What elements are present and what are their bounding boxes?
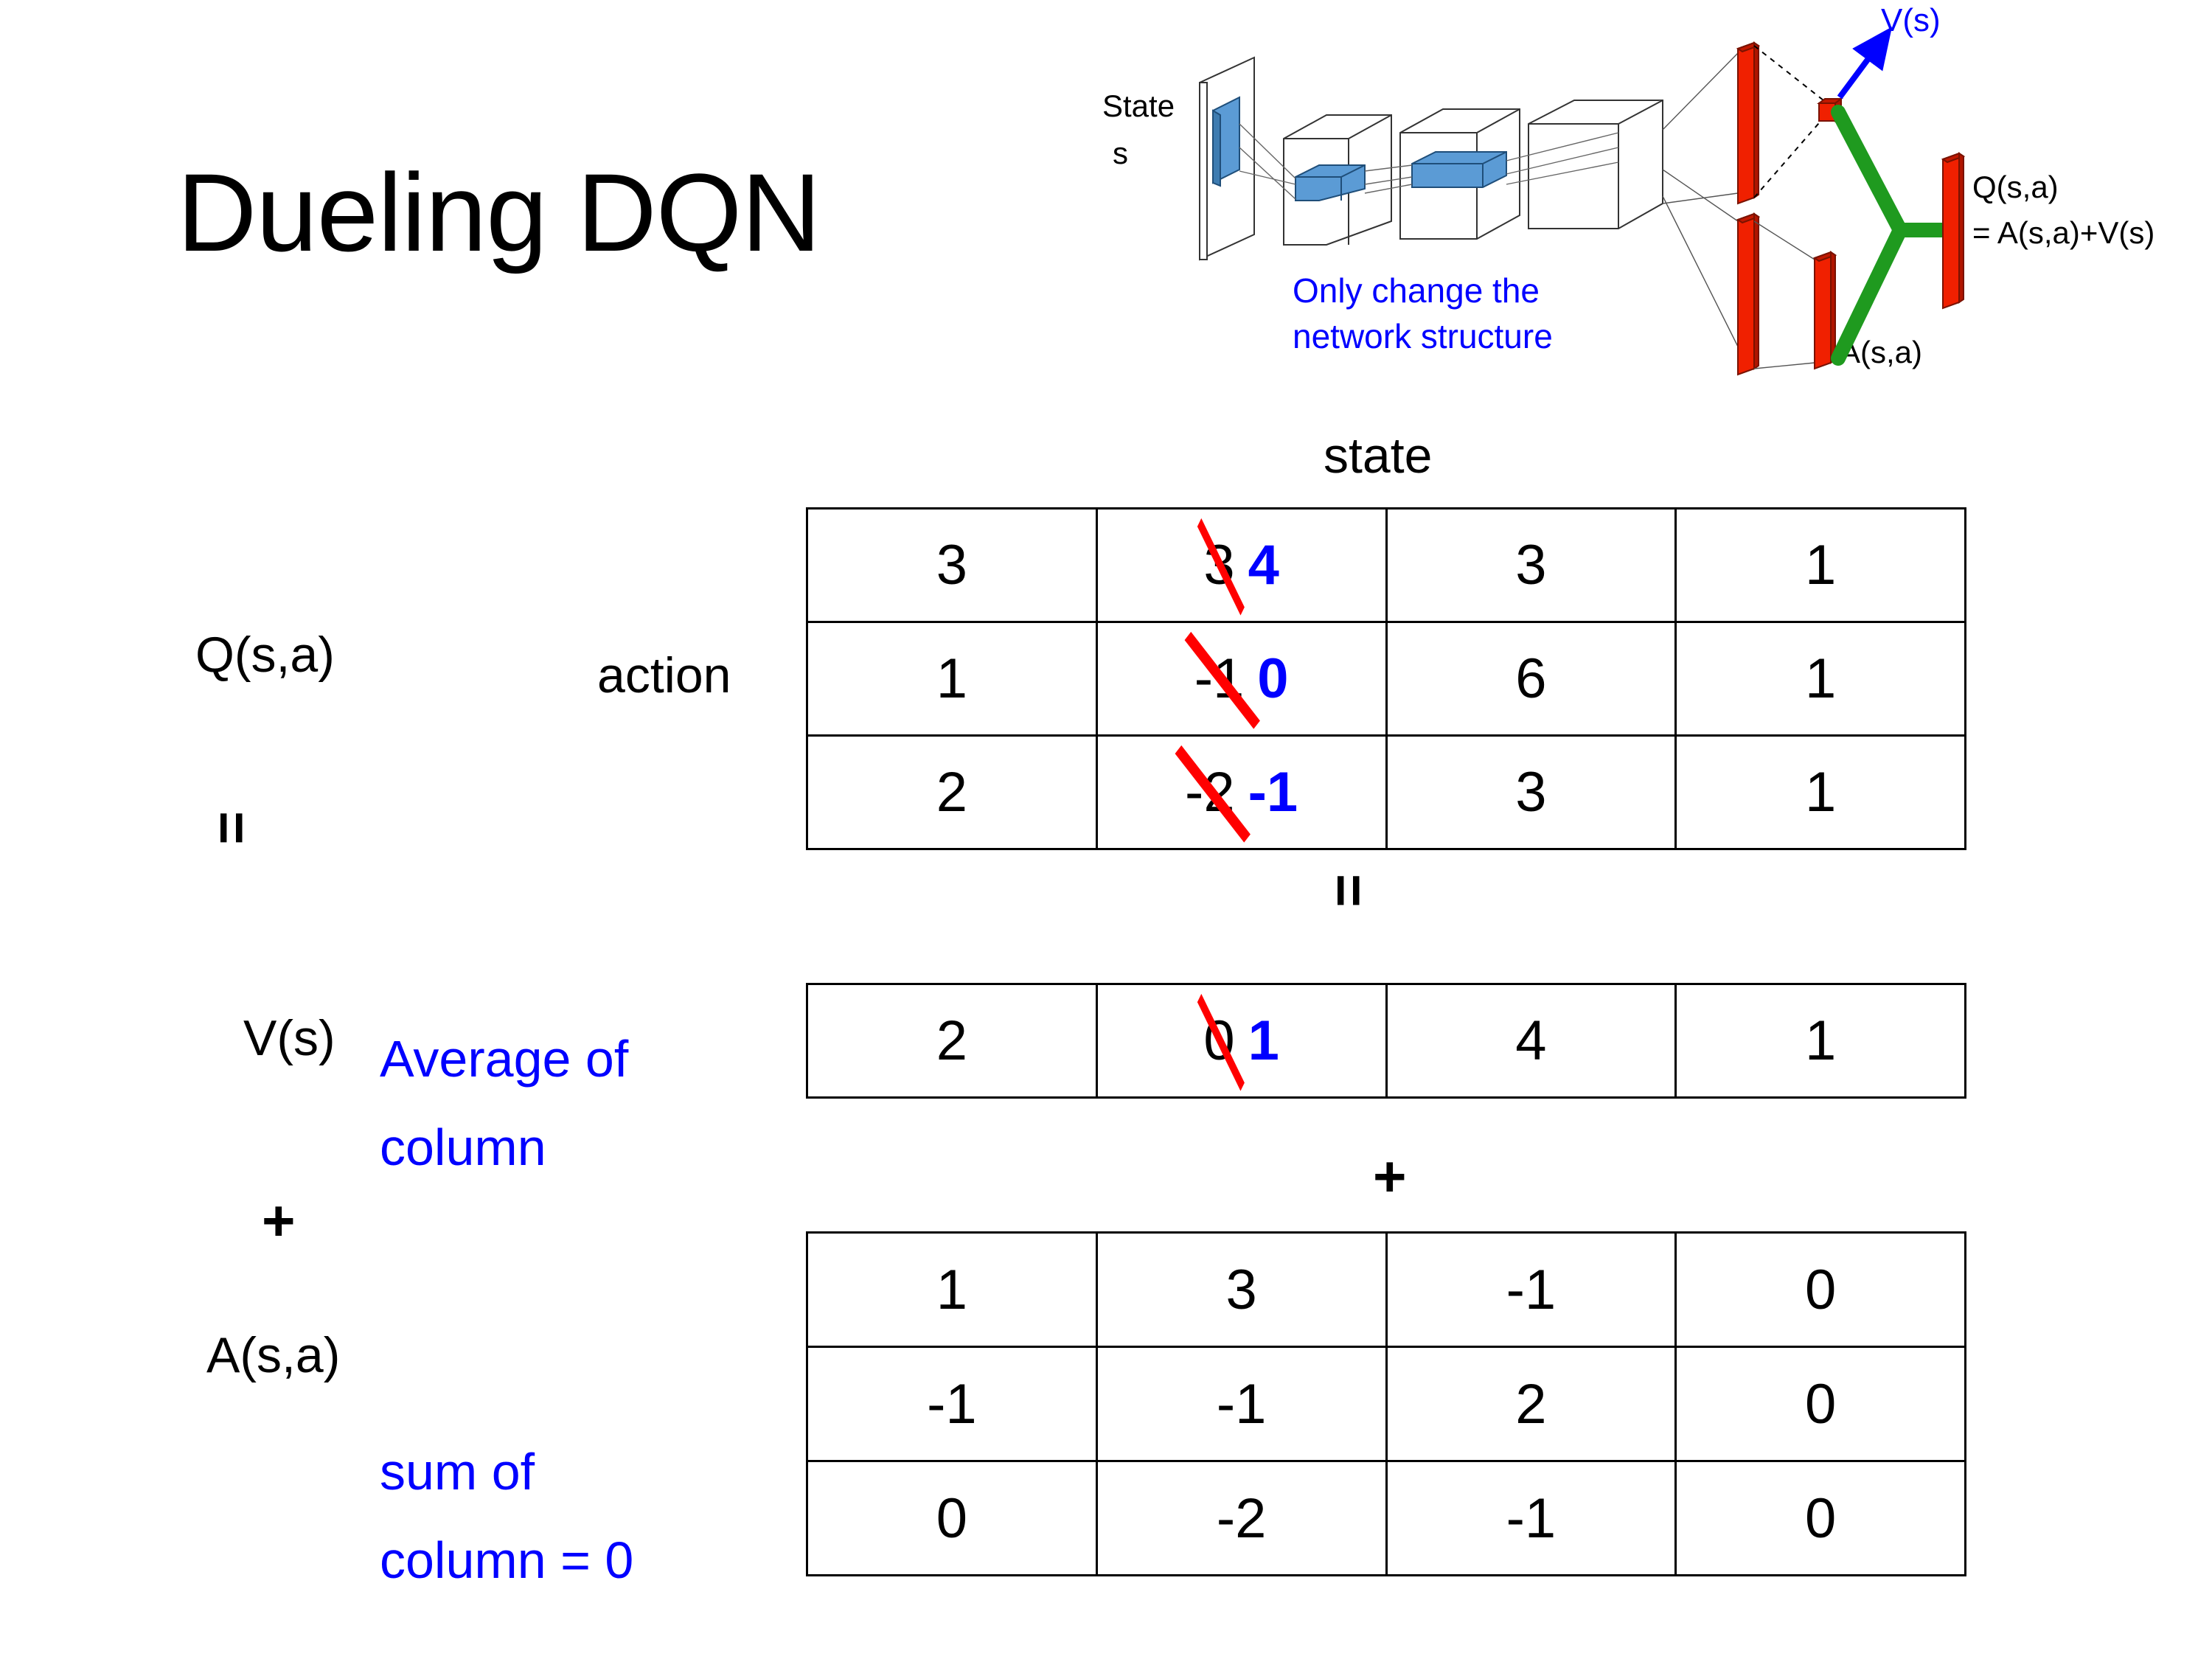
old-value: 3 (1197, 518, 1245, 616)
average-note-line2: column (380, 1119, 546, 1176)
old-value: 0 (1197, 993, 1245, 1091)
a-cell-0-1: 3 (1095, 1231, 1388, 1348)
v-cell-0-0: 2 (806, 983, 1098, 1099)
q-cell-1-0: 1 (806, 621, 1098, 737)
action-axis-label: action (597, 647, 731, 703)
a-cell-2-1: -2 (1095, 1460, 1388, 1576)
diagram-q-output-label-line1: Q(s,a) (1972, 170, 2059, 204)
q-cell-1-2: 6 (1385, 621, 1677, 737)
new-value: -1 (1248, 761, 1298, 824)
q-cell-0-3: 1 (1674, 507, 1966, 623)
q-cell-2-0: 2 (806, 734, 1098, 850)
old-value: -1 (1184, 631, 1261, 729)
q-cell-0-0: 3 (806, 507, 1098, 623)
table-row: 3 3 4 3 1 (806, 507, 1966, 623)
a-cell-2-0: 0 (806, 1460, 1098, 1576)
q-cell-1-1: -1 0 (1095, 621, 1388, 737)
a-cell-1-3: 0 (1674, 1346, 1966, 1462)
a-cell-1-1: -1 (1095, 1346, 1388, 1462)
q-value-table: 3 3 4 3 1 1 -1 (806, 507, 1966, 850)
old-value: -2 (1175, 745, 1251, 843)
q-cell-0-1: 3 4 (1095, 507, 1388, 623)
a-cell-0-3: 0 (1674, 1231, 1966, 1348)
new-value: 0 (1257, 647, 1289, 710)
dueling-network-diagram: V(s) A(s,a) Q(s,a) = A(s,a)+V(s) State s… (1102, 0, 2212, 413)
new-value: 4 (1248, 534, 1279, 597)
q-cell-2-2: 3 (1385, 734, 1677, 850)
diagram-note-line2: network structure (1293, 317, 1553, 355)
v-function-label: V(s) (243, 1010, 335, 1066)
table-row: 1 -1 0 6 1 (806, 621, 1966, 737)
q-cell-2-3: 1 (1674, 734, 1966, 850)
q-function-label: Q(s,a) (195, 627, 335, 683)
a-cell-0-0: 1 (806, 1231, 1098, 1348)
q-cell-0-2: 3 (1385, 507, 1677, 623)
page-title: Dueling DQN (177, 150, 821, 274)
plus-sign-left: + (262, 1188, 296, 1253)
plus-sign-mid: + (1373, 1144, 1407, 1208)
v-cell-0-3: 1 (1674, 983, 1966, 1099)
table-row: 2 0 1 4 1 (806, 983, 1966, 1099)
sum-note-line2: column = 0 (380, 1531, 634, 1589)
table-row: 0 -2 -1 0 (806, 1460, 1966, 1576)
table-row: 1 3 -1 0 (806, 1231, 1966, 1348)
diagram-v-output-label: V(s) (1881, 2, 1941, 38)
a-cell-1-2: 2 (1385, 1346, 1677, 1462)
new-value: 1 (1248, 1009, 1279, 1072)
v-cell-0-1: 0 1 (1095, 983, 1388, 1099)
a-cell-2-2: -1 (1385, 1460, 1677, 1576)
equals-sign-mid: = (1317, 874, 1382, 906)
state-axis-label: state (1324, 428, 1433, 484)
average-note-line1: Average of (380, 1030, 629, 1088)
table-row: 2 -2 -1 3 1 (806, 734, 1966, 850)
diagram-state-label-line2: s (1113, 136, 1128, 170)
a-cell-0-2: -1 (1385, 1231, 1677, 1348)
q-cell-2-1: -2 -1 (1095, 734, 1388, 850)
a-function-label: A(s,a) (206, 1327, 341, 1383)
a-cell-2-3: 0 (1674, 1460, 1966, 1576)
a-value-table: 1 3 -1 0 -1 -1 2 0 0 -2 -1 0 (806, 1231, 1966, 1576)
equals-sign-left: = (200, 811, 265, 844)
a-cell-1-0: -1 (806, 1346, 1098, 1462)
diagram-q-output-label-line2: = A(s,a)+V(s) (1972, 215, 2154, 250)
sum-note-line1: sum of (380, 1443, 535, 1500)
q-cell-1-3: 1 (1674, 621, 1966, 737)
table-row: -1 -1 2 0 (806, 1346, 1966, 1462)
v-cell-0-2: 4 (1385, 983, 1677, 1099)
v-value-table: 2 0 1 4 1 (806, 983, 1966, 1099)
diagram-state-label-line1: State (1102, 88, 1175, 123)
diagram-note-line1: Only change the (1293, 271, 1540, 310)
